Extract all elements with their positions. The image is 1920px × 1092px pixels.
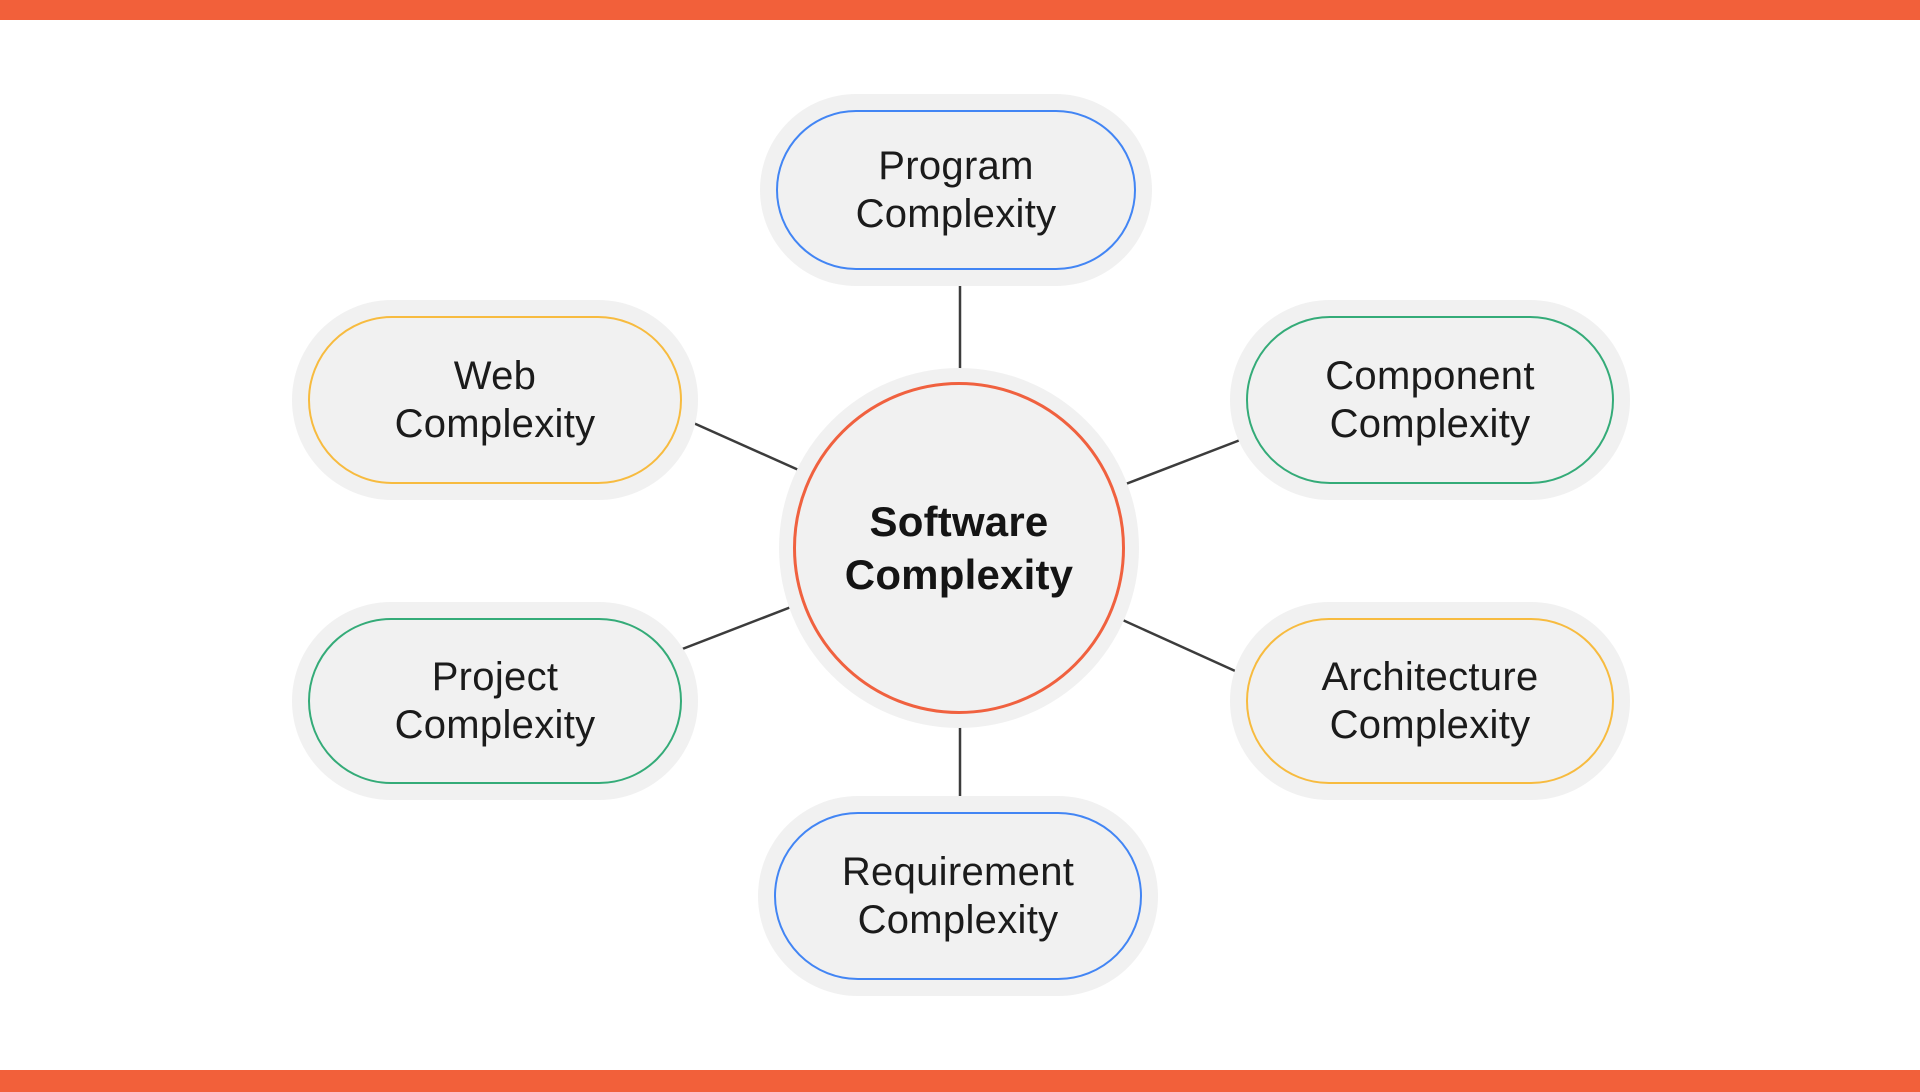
node-architecture-complexity: Architecture Complexity	[1230, 602, 1630, 800]
node-requirement-complexity: Requirement Complexity	[758, 796, 1158, 996]
node-label: Program Complexity	[855, 144, 1057, 236]
node-web-complexity: Web Complexity	[292, 300, 698, 500]
top-accent-bar	[0, 0, 1920, 20]
node-label: Project Complexity	[394, 655, 596, 747]
node-component-complexity: Component Complexity	[1230, 300, 1630, 500]
connector-project	[671, 600, 805, 655]
node-label: Architecture Complexity	[1321, 655, 1539, 747]
center-node-label: Software Complexity	[844, 498, 1074, 598]
connector-web	[679, 415, 813, 478]
node-label: Web Complexity	[394, 354, 596, 446]
connector-architecture	[1115, 615, 1245, 677]
node-software-complexity-center: Software Complexity	[779, 368, 1139, 728]
node-label: Component Complexity	[1325, 354, 1535, 446]
node-label: Requirement Complexity	[841, 850, 1075, 942]
bottom-accent-bar	[0, 1070, 1920, 1092]
node-program-complexity: Program Complexity	[760, 94, 1152, 286]
node-project-complexity: Project Complexity	[292, 602, 698, 800]
connector-component	[1117, 435, 1249, 489]
